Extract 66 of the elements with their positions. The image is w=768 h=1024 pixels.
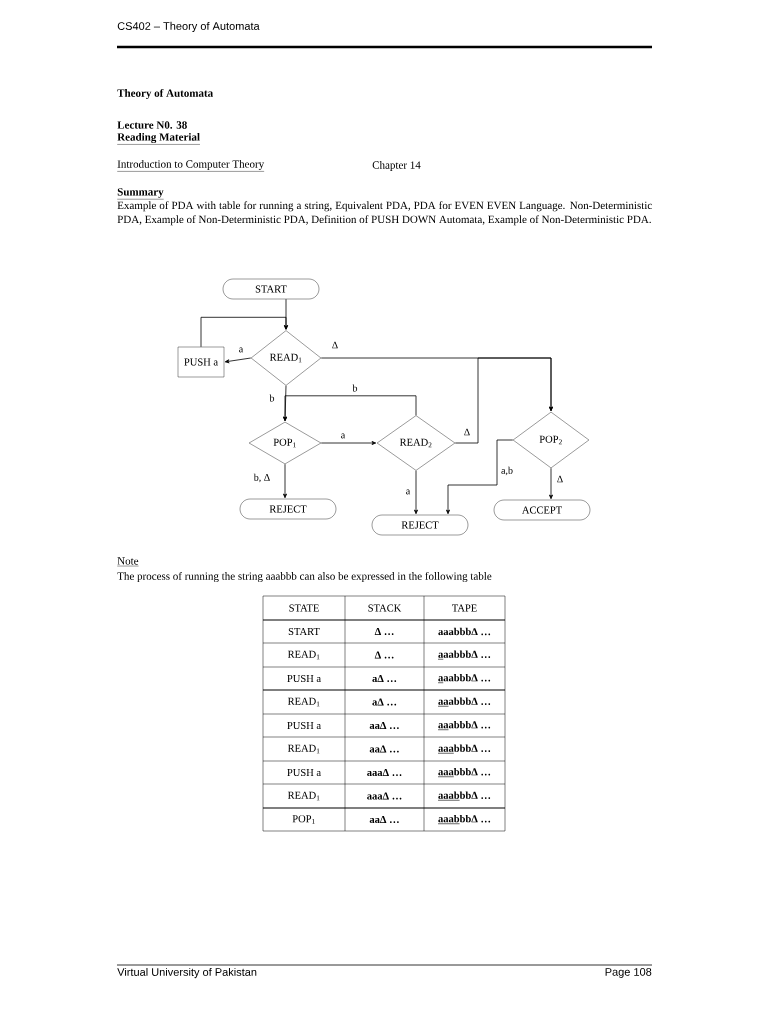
arrow	[283, 463, 287, 499]
table-cell: PUSH a	[287, 675, 321, 683]
table-cell: aaabbbΔ …	[437, 791, 491, 801]
edge-label: b	[268, 393, 276, 403]
table-cell: Δ …	[374, 651, 394, 659]
edge-label: a	[237, 346, 245, 354]
arrow	[446, 439, 514, 515]
table-cell: PUSH a	[287, 769, 321, 777]
table-cell: START	[288, 628, 320, 636]
table-cell: READ$_{1}$	[287, 744, 320, 754]
heading: Reading Material	[117, 133, 201, 145]
table-cell: aaΔ …	[369, 745, 399, 753]
arrow	[200, 316, 288, 348]
arrow	[283, 395, 417, 422]
paragraph: Example of PDA with table for running a string, Equivalent PDA, PDA for EVEN EVEN Language. Non-Deterministic PDA, Example of Non-Deterministic PDA, Definition of PUSH DOWN Automata, Example of Non-Deterministic PDA.	[117, 201, 652, 226]
edge-label: a,b	[500, 465, 514, 477]
edge-label: a	[339, 432, 347, 440]
edge-label: b, Δ	[252, 472, 272, 484]
table-cell: READ$_{1}$	[287, 650, 320, 660]
edge-label: Δ	[555, 474, 565, 484]
table-cell: aaabbbΔ …	[437, 767, 491, 778]
arrow	[414, 470, 418, 515]
table-cell: aaabbbΔ …	[438, 627, 491, 636]
table-cell: aaΔ …	[369, 815, 399, 824]
arrow	[320, 441, 377, 445]
table-cell: aΔ …	[372, 698, 397, 706]
process-box: PUSH a	[177, 346, 225, 378]
edge-label: Δ	[462, 427, 472, 437]
table-cell: aaabbbΔ …	[437, 720, 491, 731]
arrow	[224, 357, 252, 364]
table-cell: aaabbbΔ …	[437, 814, 491, 825]
paragraph: The process of running the string aaabbb can also be expressed in the following table	[117, 571, 492, 583]
heading: Theory of Automata	[117, 88, 213, 100]
table-cell: aaaΔ …	[367, 792, 402, 800]
table-cell: aaabbbΔ …	[437, 697, 491, 707]
terminal-box: START	[222, 278, 320, 300]
page-number: Page 108	[605, 968, 652, 978]
table-cell: aaabbbΔ …	[437, 744, 491, 754]
edge-label: b	[351, 383, 359, 393]
table-cell: aaΔ …	[369, 721, 399, 730]
terminal-box: REJECT	[239, 498, 337, 520]
table-cell: READ$_{1}$	[287, 791, 320, 801]
heading: Summary	[117, 188, 164, 200]
table-cell: READ$_{1}$	[287, 697, 320, 707]
table-header-cell: STATE	[289, 604, 319, 612]
header-text: CS402 – Theory of Automata	[117, 21, 260, 33]
table-header-cell: STACK	[368, 604, 402, 612]
arrow	[454, 357, 553, 444]
table-header-cell: TAPE	[452, 604, 477, 612]
heading: Note	[117, 557, 139, 567]
table-cell: aaabbbΔ …	[437, 650, 491, 660]
terminal-box: ACCEPT	[493, 499, 591, 521]
arrow	[549, 467, 553, 500]
edge-label: Δ	[330, 340, 340, 350]
table-cell: aaaΔ …	[367, 768, 402, 777]
book-title: Introduction to Computer Theory	[117, 160, 265, 172]
terminal-box: REJECT	[371, 514, 469, 536]
edge-label: a	[404, 488, 412, 496]
table-cell: Δ …	[374, 627, 394, 636]
chapter-text: Chapter 14	[372, 161, 421, 171]
table-cell: aΔ …	[372, 674, 397, 683]
footer-text: Virtual University of Pakistan	[117, 967, 257, 979]
table-cell: aaabbbΔ …	[437, 673, 491, 684]
table-cell: POP$_{1}$	[292, 815, 315, 824]
heading: Lecture N0. 38	[117, 121, 187, 129]
table-cell: PUSH a	[287, 722, 321, 730]
